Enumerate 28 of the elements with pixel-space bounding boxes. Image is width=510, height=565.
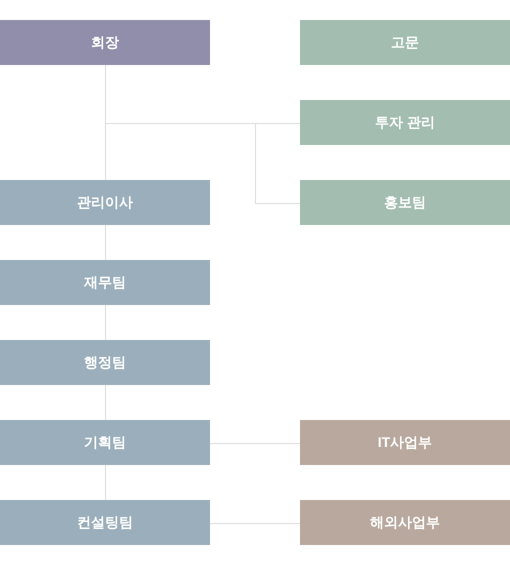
connector-line [105,224,106,260]
connector-line [105,304,106,340]
unit-name: 회장 [91,34,119,52]
unit-name: 컨설팅팀 [77,514,133,532]
unit-name: 해외사업부 [370,514,440,532]
org-unit-box [0,420,210,465]
unit-name: 투자 관리 [375,114,435,132]
unit-name: 재무팀 [84,274,126,292]
unit-name: 관리이사 [77,194,133,212]
connector-line [210,523,300,524]
connector-line [105,384,106,420]
org-unit-box [0,180,210,225]
unit-name: 고문 [391,34,419,52]
org-unit-box [300,420,510,465]
unit-name: 홍보팀 [384,194,426,212]
org-unit-box [300,500,510,545]
unit-name: 기획팀 [84,434,126,452]
unit-name: 행정팀 [84,354,126,372]
org-unit-box [0,500,210,545]
org-unit-box [0,260,210,305]
org-unit-box [300,100,510,145]
org-unit-box [0,20,210,65]
unit-name: IT사업부 [378,434,432,452]
org-unit-box [300,180,510,225]
org-unit-box [300,20,510,65]
connector-line [105,464,106,500]
org-unit-box [0,340,210,385]
connector-line [210,443,300,444]
